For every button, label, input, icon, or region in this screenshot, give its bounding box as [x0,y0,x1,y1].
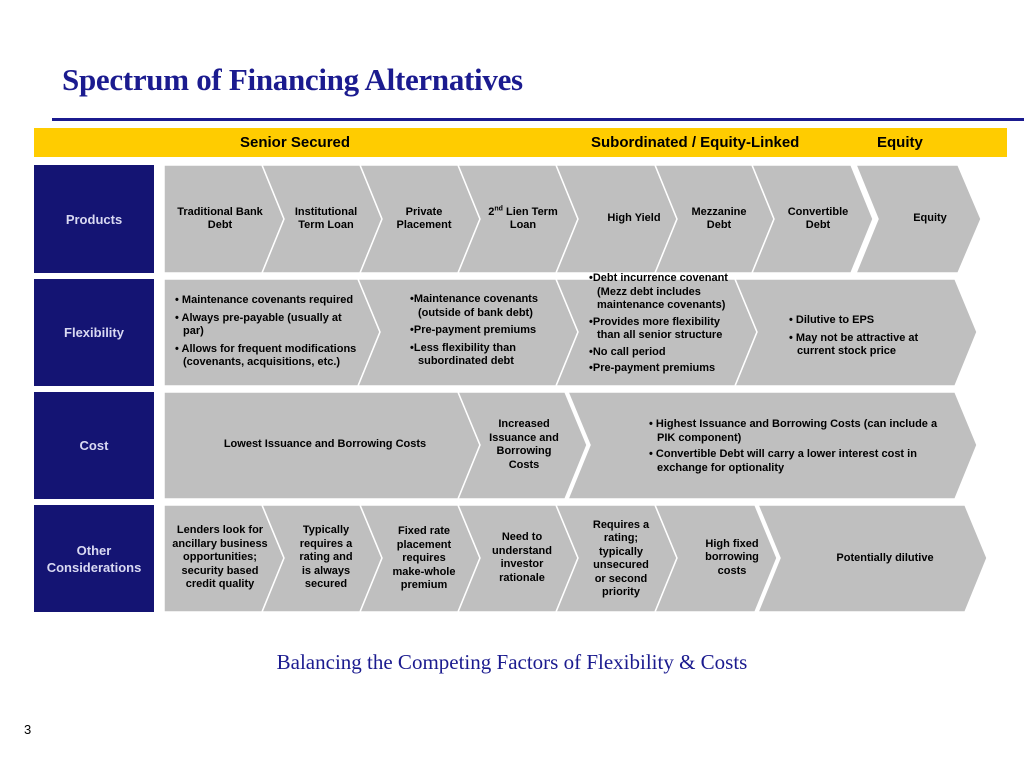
product-traditional-bank-debt: Traditional Bank Debt [177,205,263,232]
cost-sub-equity-list: • Highest Issuance and Borrowing Costs (… [649,418,941,478]
flexibility-senior-list: • Maintenance covenants required • Alway… [175,294,365,374]
cost-second-lien: Increased Issuance and Borrowing Costs [489,418,559,471]
product-private-placement: Private Placement [396,205,452,232]
product-institutional-term-loan: Institutional Term Loan [294,205,358,232]
list-item: • Highest Issuance and Borrowing Costs (… [649,418,938,444]
list-item: •Debt incurrence covenant (Mezz debt inc… [589,272,728,311]
spectrum-header-bar: Senior Secured Subordinated / Equity-Lin… [34,128,1007,157]
header-senior-secured: Senior Secured [240,134,351,151]
list-item: •Maintenance covenants (outside of bank … [410,293,538,319]
list-item: •Provides more flexibility than all seni… [589,315,723,342]
other-mezzanine: High fixed borrowing costs [705,537,759,577]
other-institutional: Typically requires a rating and is alway… [299,524,353,591]
flexibility-second-lien-list: •Maintenance covenants (outside of bank … [410,293,552,373]
header-subordinated-equity-linked: Subordinated / Equity-Linked [591,134,800,151]
list-item: • Allows for frequent modifications (cov… [175,342,357,369]
flexibility-equity-list: • Dilutive to EPS • May not be attractiv… [789,314,939,363]
chevron-equity [854,164,982,274]
page-title: Spectrum of Financing Alternatives [62,62,523,97]
cost-senior: Lowest Issuance and Borrowing Costs [223,438,427,451]
row-label-cost: Cost [34,392,154,499]
product-mezzanine-debt: Mezzanine Debt [691,205,747,232]
other-equity: Potentially dilutive [836,552,934,565]
list-item: •Pre-payment premiums [410,324,537,336]
list-item: • Dilutive to EPS [789,314,875,326]
footer-tagline: Balancing the Competing Factors of Flexi… [276,650,748,674]
row-label-products: Products [34,165,154,273]
product-equity: Equity [913,212,947,225]
list-item: • Maintenance covenants required [175,294,354,306]
list-item: • Always pre-payable (usually at par) [175,311,342,338]
other-second-lien: Need to understand investor rationale [492,531,552,584]
chevron-convertible-debt [750,164,874,274]
product-convertible-debt: Convertible Debt [787,205,849,232]
title-rule [52,118,1024,121]
chevron-other-equity [756,504,988,613]
flexibility-subordinated-list: •Debt incurrence covenant (Mezz debt inc… [589,272,731,379]
chevron-cost-second-lien [456,391,588,500]
chevron-other-mezzanine [653,504,778,613]
page-number: 3 [24,722,32,737]
list-item: •Less flexibility than subordinated debt [410,341,516,368]
row-label-flexibility: Flexibility [34,279,154,386]
other-high-yield: Requires a rating; typically unsecured o… [592,518,650,599]
list-item: • Convertible Debt will carry a lower in… [649,448,917,474]
list-item: •Pre-payment premiums [589,362,716,374]
other-private: Fixed rate placement requires make-whole… [392,525,456,592]
chevron-cost-sub-equity [566,391,978,500]
list-item: • May not be attractive at current stock… [789,331,919,358]
product-second-lien-term-loan: 2nd Lien Term Loan [488,204,558,231]
list-item: •No call period [589,345,666,358]
header-equity: Equity [877,134,923,151]
chevron-flexibility-equity [733,278,978,387]
other-traditional: Lenders look for ancillary business oppo… [172,524,268,591]
product-high-yield: High Yield [607,212,661,225]
